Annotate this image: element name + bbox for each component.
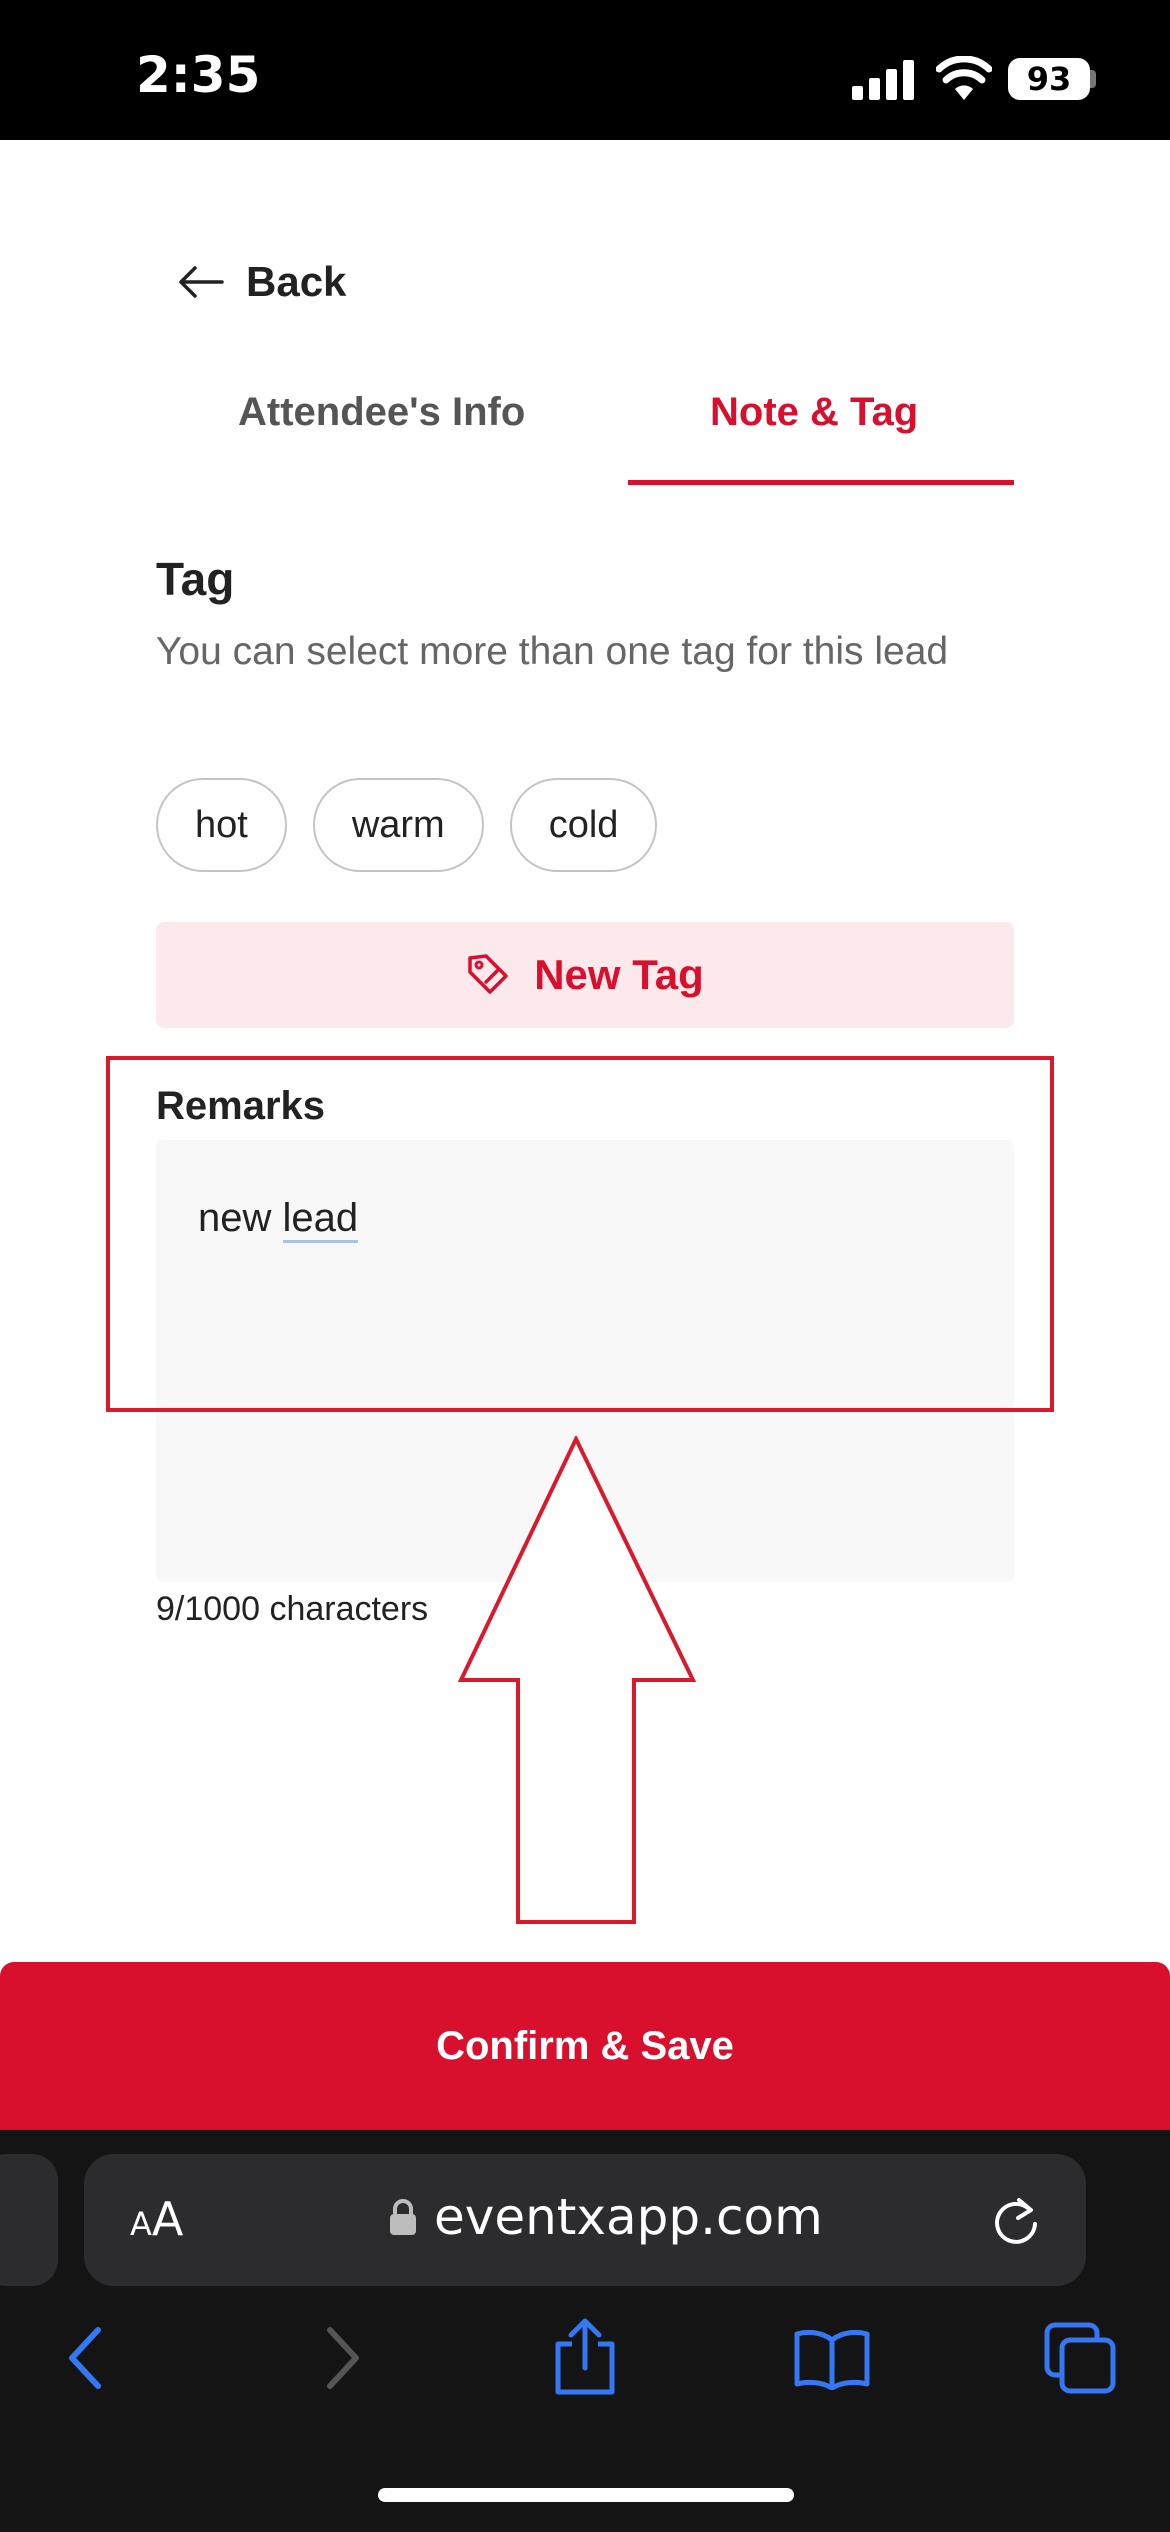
tag-chip-cold[interactable]: cold — [509, 778, 658, 872]
remarks-word-underlined: lead — [282, 1196, 359, 1243]
browser-back-icon[interactable] — [66, 2326, 106, 2390]
confirm-save-button[interactable]: Confirm & Save — [0, 1962, 1170, 2130]
arrow-left-icon — [179, 266, 224, 298]
tag-section-description: You can select more than one tag for thi… — [156, 630, 949, 673]
lock-icon — [390, 2199, 416, 2235]
previous-tab-preview[interactable] — [0, 2154, 58, 2286]
battery-indicator: 93 — [1008, 58, 1090, 100]
new-tag-button[interactable]: New Tag — [156, 922, 1014, 1028]
new-tag-label: New Tag — [534, 951, 704, 998]
active-tab-indicator — [628, 480, 1014, 485]
annotation-highlight-box — [106, 1056, 1054, 1412]
back-button[interactable]: Back — [178, 258, 346, 306]
back-label: Back — [246, 258, 347, 305]
remarks-value: new lead — [198, 1196, 359, 1243]
share-icon[interactable] — [552, 2318, 618, 2396]
confirm-save-label: Confirm & Save — [436, 2023, 734, 2068]
tabs-icon[interactable] — [1044, 2322, 1116, 2394]
bookmarks-icon[interactable] — [794, 2328, 870, 2390]
tag-chip-warm[interactable]: warm — [312, 778, 484, 872]
remarks-word: new — [198, 1196, 272, 1240]
home-indicator — [378, 2488, 794, 2502]
tag-chip-list: hot warm cold — [156, 778, 658, 872]
wifi-icon — [936, 56, 992, 100]
reload-icon[interactable] — [990, 2194, 1042, 2250]
url-text: eventxapp.com — [434, 2188, 823, 2246]
remarks-label: Remarks — [156, 1084, 326, 1128]
tag-chip-hot[interactable]: hot — [156, 778, 287, 872]
battery-cap — [1090, 70, 1096, 88]
remarks-character-count: 9/1000 characters — [156, 1590, 429, 1628]
text-size-button[interactable]: AA — [130, 2192, 184, 2246]
browser-forward-icon[interactable] — [322, 2326, 362, 2390]
tag-edit-icon — [468, 954, 508, 994]
tab-note-and-tag[interactable]: Note & Tag — [710, 390, 919, 434]
status-time: 2:35 — [136, 46, 261, 104]
address-display[interactable]: eventxapp.com — [388, 2188, 823, 2246]
address-bar[interactable] — [84, 2154, 1086, 2286]
status-bar — [0, 0, 1170, 140]
tag-section-title: Tag — [156, 553, 235, 605]
cellular-signal-icon — [852, 60, 914, 100]
tab-attendees-info[interactable]: Attendee's Info — [238, 390, 526, 434]
annotation-up-arrow — [458, 1436, 697, 1924]
